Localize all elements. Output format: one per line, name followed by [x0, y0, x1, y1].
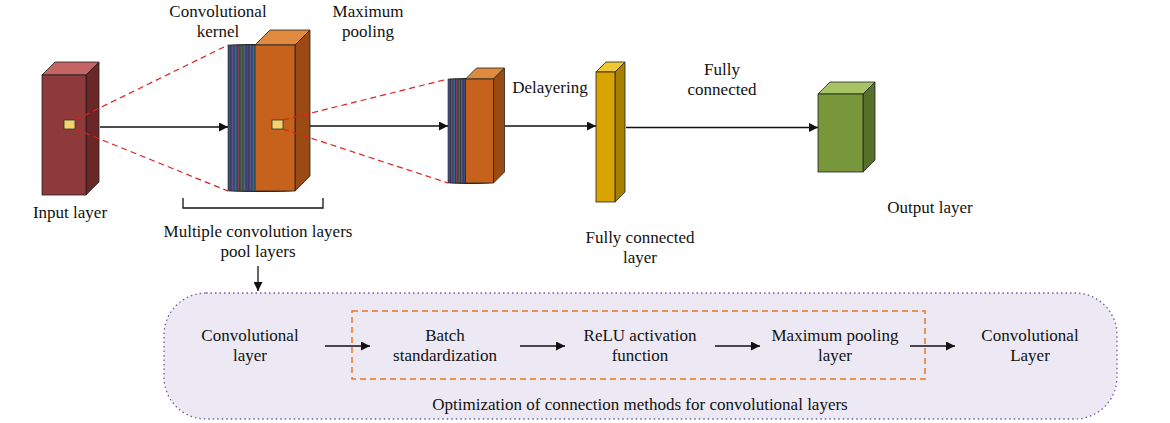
process-box: Batch standardization — [370, 320, 520, 372]
process-box: Convolutional layer — [175, 320, 325, 372]
layer-block: Fully connected layer — [596, 62, 626, 203]
pointer-arrow — [257, 266, 258, 291]
flow-arrow — [910, 345, 955, 346]
flow-arrow — [505, 125, 596, 126]
process-box: Convolutional Layer — [955, 320, 1105, 372]
solid-side-face — [295, 30, 310, 191]
layer-solid — [228, 30, 310, 191]
kernel-window — [272, 120, 283, 129]
layer-block: Output layer — [818, 82, 876, 173]
label-holder: Multiple convolution layers pool layers — [158, 222, 358, 261]
process-box: ReLU activation function — [565, 320, 715, 372]
solid-side-face — [494, 68, 505, 183]
solid-front-face — [42, 75, 86, 195]
layer-illustration — [596, 62, 626, 203]
edge-group — [100, 126, 955, 346]
box-label: ReLU activation function — [574, 326, 706, 365]
flow-arrow — [626, 127, 818, 128]
flow-arrow — [715, 345, 760, 346]
solid-front-face — [255, 45, 295, 191]
layer-solid — [42, 62, 99, 195]
group-bracket — [183, 198, 323, 208]
label-holder: Delayering — [500, 78, 600, 98]
box-label: Batch standardization — [379, 326, 511, 365]
receptive-field-line — [75, 45, 228, 120]
receptive-field-line — [283, 79, 448, 120]
box-label: Maximum pooling layer — [769, 326, 901, 365]
region-border — [164, 293, 1117, 419]
layer-solid — [448, 68, 505, 183]
layout-lines — [64, 45, 925, 379]
flow-arrow — [520, 345, 565, 346]
region-caption: Optimization of connection methods for c… — [290, 395, 990, 415]
layer-solid — [596, 62, 625, 202]
process-box: Maximum pooling layer — [760, 320, 910, 372]
flow-arrow — [310, 125, 448, 126]
edge-label: Fully connected — [677, 60, 767, 99]
layer-label: Fully connected layer — [580, 228, 700, 267]
solid-front-face — [596, 72, 615, 202]
optimized-group-outline — [352, 311, 925, 379]
layer-block: Maximum pooling — [448, 68, 505, 184]
flow-arrow — [325, 345, 370, 346]
receptive-field-line — [75, 129, 228, 191]
receptive-field-line — [283, 129, 448, 183]
layer-illustration — [448, 68, 505, 184]
box-label: Convolutional Layer — [964, 326, 1096, 365]
edge-label: Delayering — [500, 78, 600, 98]
layer-label: Convolutional kernel — [162, 2, 274, 41]
label-holder: Fully connected — [677, 60, 767, 99]
layer-solid — [818, 82, 875, 172]
solid-side-face — [86, 62, 99, 195]
solid-side-face — [863, 82, 875, 172]
solid-front-face — [818, 94, 863, 172]
layer-label: Output layer — [875, 198, 985, 218]
solid-side-face — [615, 62, 625, 202]
layer-label: Input layer — [15, 203, 125, 223]
box-label: Convolutional layer — [184, 326, 316, 365]
group-label: Multiple convolution layers pool layers — [158, 222, 358, 261]
layer-illustration — [228, 30, 310, 192]
kernel-window — [64, 120, 75, 129]
layer-label: Maximum pooling — [318, 2, 418, 41]
layer-illustration — [818, 82, 876, 173]
layer-block: Convolutional kernel — [228, 30, 310, 192]
flow-arrow — [100, 126, 228, 127]
group-region: Convolutional layer Batch standardization… — [163, 292, 1118, 420]
solid-front-face — [466, 79, 494, 183]
